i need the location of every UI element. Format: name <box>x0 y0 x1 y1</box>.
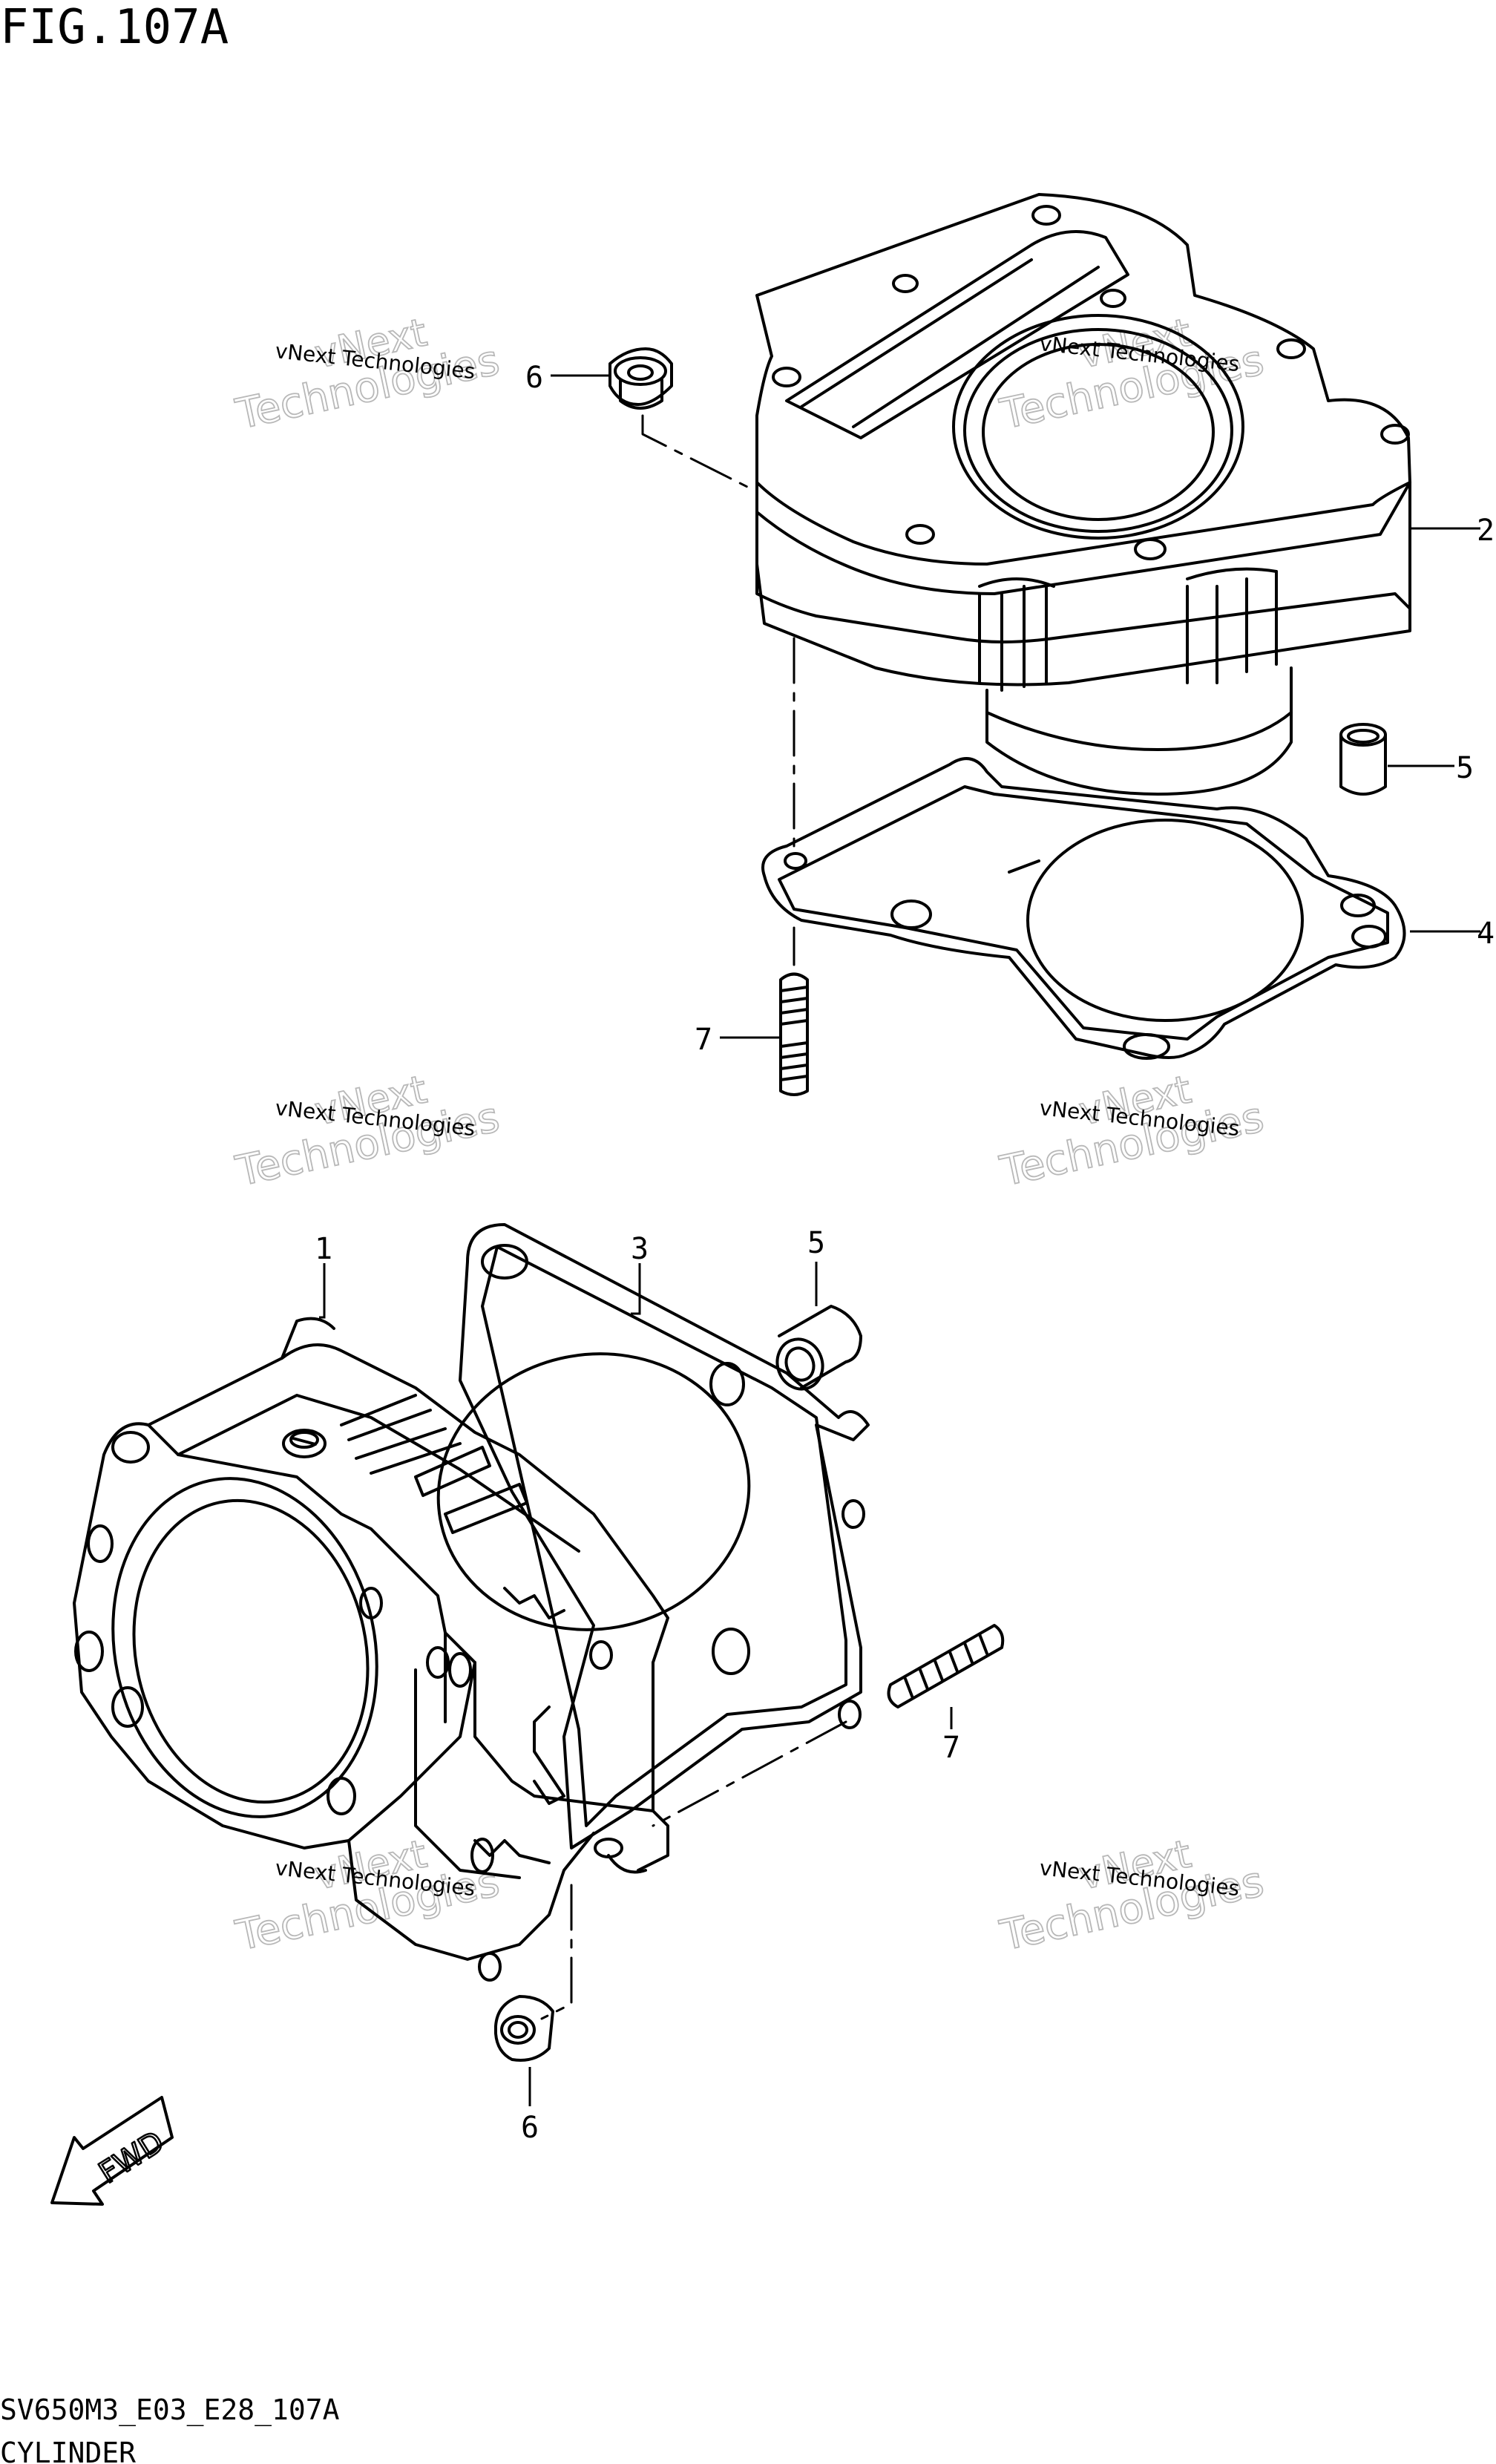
flange-nut-bottom <box>494 1995 554 2062</box>
callout-7-top: 7 <box>695 1023 712 1057</box>
dowel-pin-top <box>1339 723 1387 796</box>
callout-numbers: 6 2 5 4 7 1 3 5 7 6 <box>315 361 1495 2145</box>
cylinder-block-bottom <box>73 1317 669 1982</box>
callout-1: 1 <box>315 1232 332 1266</box>
alignment-lines-top <box>641 414 795 966</box>
flange-nut-top <box>608 347 673 410</box>
stud-bolt-bottom <box>887 1624 1005 1708</box>
dowel-pin-bottom <box>775 1305 862 1391</box>
figure-code: SV650M3_E03_E28_107A <box>0 2393 340 2427</box>
bottom-assembly <box>73 1223 1005 2062</box>
callout-7-bottom: 7 <box>942 1731 960 1765</box>
callout-2: 2 <box>1477 514 1495 548</box>
callout-3: 3 <box>631 1232 649 1266</box>
callout-6-top: 6 <box>525 361 543 395</box>
top-assembly <box>608 193 1411 1096</box>
callout-5-bottom: 5 <box>807 1226 825 1260</box>
cylinder-gasket-bottom <box>436 1223 870 1849</box>
figure-title: FIG.107A <box>0 0 229 55</box>
callout-5-top: 5 <box>1456 751 1474 785</box>
callout-6-bottom: 6 <box>521 2111 539 2145</box>
callout-4: 4 <box>1477 917 1495 951</box>
alignment-lines-bottom <box>540 1720 847 2020</box>
stud-bolt-top <box>779 972 809 1096</box>
cylinder-block-top <box>755 193 1411 796</box>
cylinder-gasket-top <box>761 757 1406 1060</box>
callout-leaders <box>319 374 1480 2106</box>
figure-name: CYLINDER <box>0 2437 136 2464</box>
fwd-arrow-icon: FWD <box>50 2096 174 2206</box>
